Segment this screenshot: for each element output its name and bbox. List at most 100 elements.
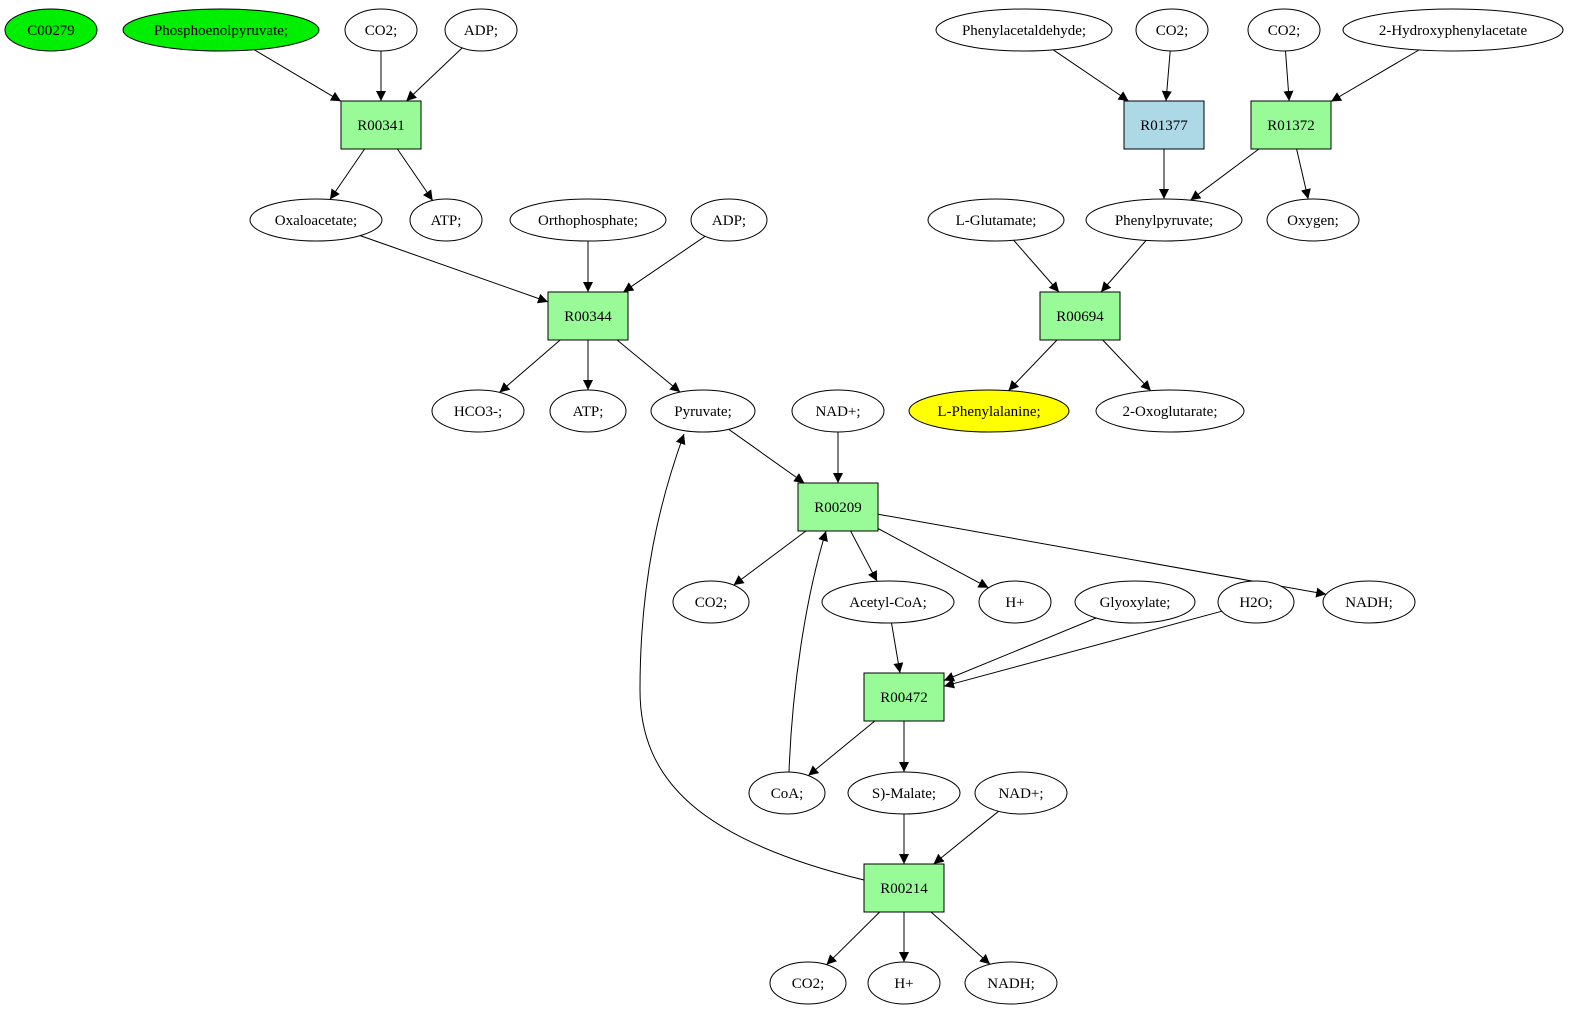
edge-r01372-to-phenylpyruvate bbox=[1190, 148, 1260, 201]
edge-co2_d-to-r01377 bbox=[1161, 50, 1172, 102]
node-label: R00209 bbox=[814, 500, 862, 516]
compound-ellipse bbox=[964, 961, 1058, 1005]
edge-coa-to-r00209 bbox=[788, 530, 828, 773]
compound-ellipse bbox=[927, 198, 1065, 242]
node-label: NADH; bbox=[1345, 595, 1393, 611]
node-label: Phenylpyruvate; bbox=[1115, 213, 1213, 229]
compound-node-lphenylalanine: L-Phenylalanine; bbox=[908, 389, 1070, 433]
node-label: 2-Hydroxyphenylacetate bbox=[1379, 23, 1528, 39]
node-label: HCO3-; bbox=[454, 404, 502, 420]
compound-ellipse bbox=[1074, 580, 1196, 624]
compound-node-hco3: HCO3-; bbox=[431, 389, 525, 433]
node-label: R00341 bbox=[357, 118, 405, 134]
compound-node-co2_e: CO2; bbox=[1247, 8, 1321, 52]
compound-ellipse bbox=[974, 771, 1068, 815]
edge-phenylpyruvate-to-r00694 bbox=[1100, 240, 1147, 293]
reaction-node-r00214: R00214 bbox=[863, 863, 945, 913]
node-label: C00279 bbox=[27, 23, 75, 39]
reaction-node-r00694: R00694 bbox=[1039, 291, 1121, 341]
edge-nad_b-to-r00214 bbox=[933, 810, 999, 865]
node-label: Oxaloacetate; bbox=[275, 213, 357, 229]
reaction-node-r00209: R00209 bbox=[797, 482, 879, 532]
reaction-box bbox=[863, 672, 945, 722]
compound-ellipse bbox=[1095, 389, 1245, 433]
compound-node-oxaloacetate: Oxaloacetate; bbox=[249, 198, 383, 242]
compound-node-coa: CoA; bbox=[748, 771, 826, 815]
edge-r00341-to-oxaloacetate bbox=[329, 148, 366, 200]
node-label: Acetyl-CoA; bbox=[849, 595, 926, 611]
reaction-node-r00344: R00344 bbox=[547, 291, 629, 341]
edge-r00341-to-atp_a bbox=[396, 148, 434, 201]
compound-node-nad_a: NAD+; bbox=[791, 389, 885, 433]
reaction-box bbox=[863, 863, 945, 913]
compound-node-co2_a: CO2; bbox=[344, 8, 418, 52]
node-label: Phosphoenolpyruvate; bbox=[154, 23, 288, 39]
compound-node-hplus_b: H+ bbox=[867, 961, 941, 1005]
compound-ellipse bbox=[672, 580, 750, 624]
compound-ellipse bbox=[344, 8, 418, 52]
edge-pep-to-r00341 bbox=[254, 49, 342, 102]
nodes-layer: C00279 Phosphoenolpyruvate; CO2; ADP; R00341… bbox=[4, 8, 1564, 1005]
node-label: CO2; bbox=[1268, 23, 1301, 39]
compound-node-lglutamate: L-Glutamate; bbox=[927, 198, 1065, 242]
compound-node-acetylcoa: Acetyl-CoA; bbox=[821, 580, 955, 624]
edge-glyoxylate-to-r00472 bbox=[943, 617, 1097, 682]
node-label: H+ bbox=[894, 976, 913, 992]
edge-phenylacetaldehyde-to-r01377 bbox=[1052, 49, 1129, 102]
edge-r00214-to-nadh_b bbox=[930, 911, 991, 965]
node-label: ATP; bbox=[573, 404, 604, 420]
node-label: NADH; bbox=[987, 976, 1035, 992]
compound-ellipse bbox=[409, 198, 483, 242]
node-label: R01372 bbox=[1267, 118, 1315, 134]
edge-pyruvate-to-r00209 bbox=[728, 428, 805, 484]
compound-ellipse bbox=[847, 771, 961, 815]
edge-r00472-to-coa bbox=[807, 720, 876, 776]
edge-h2o-to-r00472 bbox=[943, 610, 1223, 689]
compound-node-pyruvate: Pyruvate; bbox=[650, 389, 756, 433]
edge-r00209-to-acetylcoa bbox=[850, 530, 878, 582]
compound-ellipse bbox=[444, 8, 518, 52]
compound-ellipse bbox=[1135, 8, 1209, 52]
compound-ellipse bbox=[908, 389, 1070, 433]
node-label: R00694 bbox=[1056, 309, 1104, 325]
compound-ellipse bbox=[1266, 198, 1360, 242]
edge-acetylcoa-to-r00472 bbox=[891, 622, 904, 674]
node-label: R00214 bbox=[880, 881, 928, 897]
compound-ellipse bbox=[509, 198, 667, 242]
edge-r00694-to-oxoglutarate bbox=[1102, 339, 1152, 392]
node-label: CoA; bbox=[771, 786, 804, 802]
edge-r00344-to-pyruvate bbox=[616, 339, 681, 393]
edge-r00694-to-lphenylalanine bbox=[1008, 339, 1058, 391]
node-label: NAD+; bbox=[998, 786, 1043, 802]
compound-node-co2_b: CO2; bbox=[672, 580, 750, 624]
edge-r00214-to-co2_c bbox=[826, 911, 881, 966]
edge-r00344-to-hco3 bbox=[499, 339, 561, 393]
compound-ellipse bbox=[935, 8, 1113, 52]
reaction-box bbox=[1039, 291, 1121, 341]
compound-node-smalate: S)-Malate; bbox=[847, 771, 961, 815]
edge-r00209-to-hplus_a bbox=[877, 528, 989, 589]
node-label: S)-Malate; bbox=[872, 786, 936, 802]
compound-ellipse bbox=[431, 389, 525, 433]
edge-co2_e-to-r01372 bbox=[1283, 50, 1294, 102]
edge-r01372-to-oxygen bbox=[1296, 148, 1311, 200]
node-label: H2O; bbox=[1239, 595, 1272, 611]
compound-node-phenylacetaldehyde: Phenylacetaldehyde; bbox=[935, 8, 1113, 52]
compound-ellipse bbox=[1342, 8, 1564, 52]
compound-node-oxygen: Oxygen; bbox=[1266, 198, 1360, 242]
node-label: Orthophosphate; bbox=[538, 213, 638, 229]
compound-ellipse bbox=[1085, 198, 1243, 242]
compound-node-atp_b: ATP; bbox=[549, 389, 627, 433]
node-label: ADP; bbox=[712, 213, 746, 229]
compound-node-oxoglutarate: 2-Oxoglutarate; bbox=[1095, 389, 1245, 433]
node-label: Oxygen; bbox=[1287, 213, 1339, 229]
reaction-node-r00341: R00341 bbox=[340, 100, 422, 150]
compound-ellipse bbox=[769, 961, 847, 1005]
reaction-box bbox=[1250, 100, 1332, 150]
node-label: ATP; bbox=[431, 213, 462, 229]
compound-node-co2_c: CO2; bbox=[769, 961, 847, 1005]
node-label: CO2; bbox=[695, 595, 728, 611]
compound-ellipse bbox=[978, 580, 1052, 624]
node-label: H+ bbox=[1005, 595, 1024, 611]
compound-ellipse bbox=[1247, 8, 1321, 52]
